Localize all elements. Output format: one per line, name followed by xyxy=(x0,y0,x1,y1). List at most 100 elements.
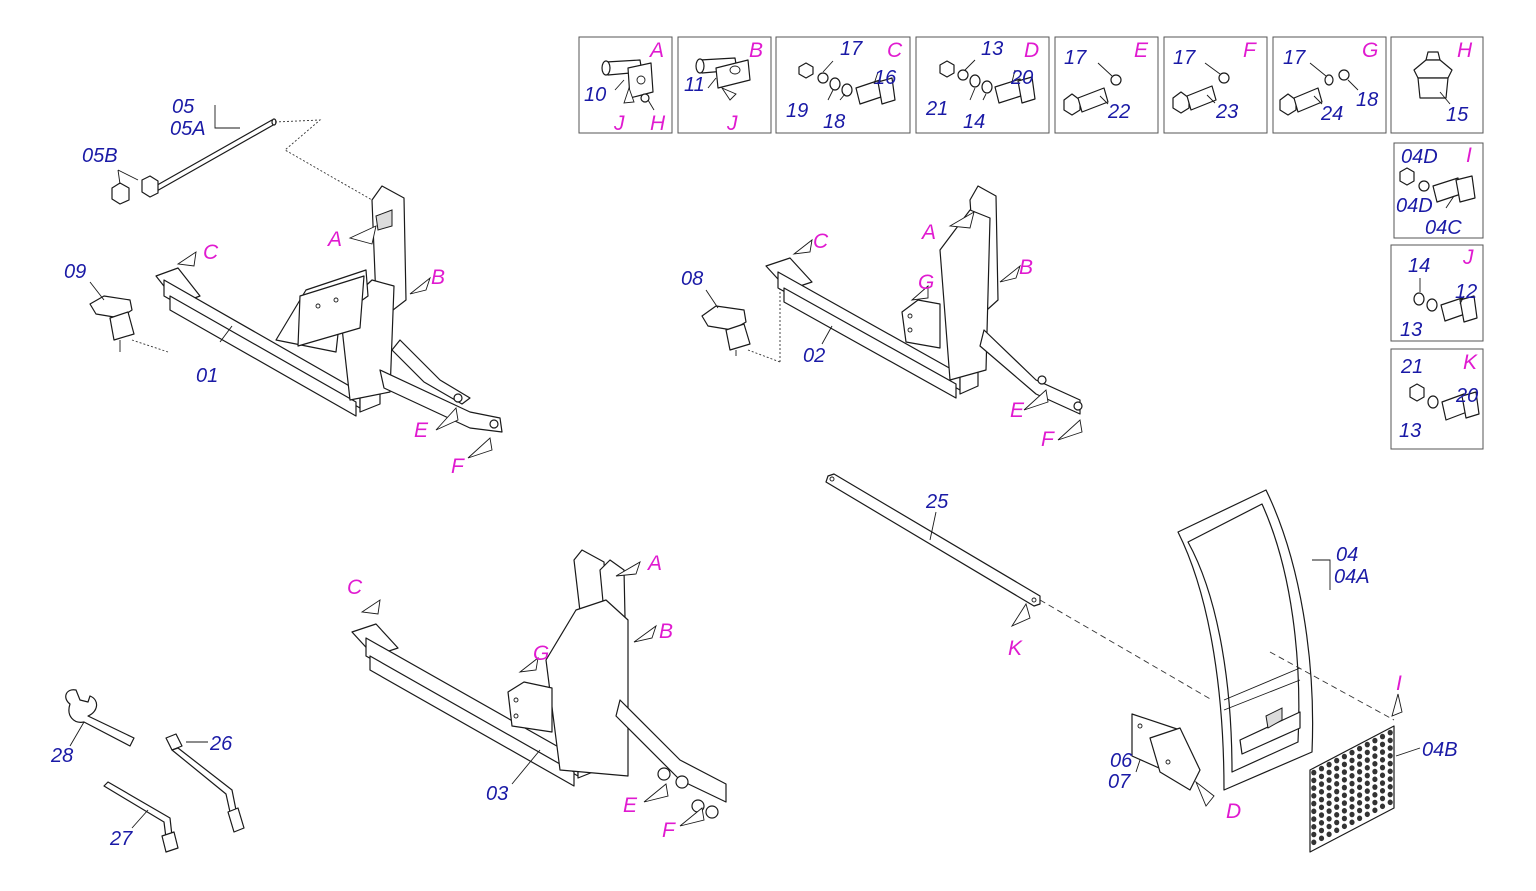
screen-hole xyxy=(1372,761,1378,767)
screen-hole xyxy=(1326,808,1332,814)
part-number: 28 xyxy=(50,745,73,767)
detail-box-a: A 10 J H xyxy=(578,36,673,135)
detail-letter: I xyxy=(1466,144,1472,167)
screen-hole xyxy=(1341,784,1347,791)
screen-hole xyxy=(1349,796,1355,802)
detail-part-number: 18 xyxy=(823,111,845,133)
screen-hole xyxy=(1372,768,1378,775)
screen-hole xyxy=(1326,831,1332,838)
screen-hole xyxy=(1334,781,1340,787)
screen-hole xyxy=(1364,772,1370,779)
screen-hole xyxy=(1364,765,1370,771)
detail-part-number: 20 xyxy=(1010,67,1033,89)
detail-letter: J xyxy=(613,112,625,135)
screen-hole xyxy=(1334,773,1340,779)
callout-letter: E xyxy=(414,419,429,442)
screen-hole xyxy=(1364,780,1370,787)
callout-letter: A xyxy=(326,228,342,251)
screen-holes xyxy=(1311,729,1393,846)
screen-hole xyxy=(1357,815,1363,822)
screen-hole xyxy=(1372,784,1378,790)
screen-hole xyxy=(1379,772,1386,779)
screen-hole xyxy=(1364,788,1370,794)
detail-box-h: H 15 xyxy=(1390,36,1484,134)
screen-hole xyxy=(1379,764,1386,771)
screen-hole xyxy=(1349,811,1355,818)
part-number: 06 xyxy=(1110,750,1133,772)
screen-hole xyxy=(1387,745,1393,751)
screen-hole xyxy=(1379,733,1386,740)
callout-letter: C xyxy=(203,241,219,264)
detail-letter: B xyxy=(749,39,763,62)
detail-letter: A xyxy=(648,39,664,62)
detail-letter: E xyxy=(1134,39,1149,62)
detail-part-number: 13 xyxy=(981,38,1003,60)
screen-hole xyxy=(1311,831,1317,838)
screen-hole xyxy=(1372,807,1378,814)
detail-part-number: 24 xyxy=(1320,103,1343,125)
screen-hole xyxy=(1318,781,1325,787)
screen-hole xyxy=(1349,788,1355,795)
screen-hole xyxy=(1318,789,1325,795)
part-number: 26 xyxy=(209,733,233,755)
detail-part-number: 14 xyxy=(1408,255,1430,277)
screen-hole xyxy=(1372,753,1378,759)
detail-letter: F xyxy=(1243,39,1257,62)
screen-hole xyxy=(1364,757,1370,763)
part-number: 04B xyxy=(1422,739,1458,761)
screen-hole xyxy=(1318,827,1325,834)
screen-hole xyxy=(1357,792,1363,798)
screen-hole xyxy=(1379,749,1386,755)
screen-hole xyxy=(1349,804,1355,810)
screen-hole xyxy=(1334,788,1340,795)
screen-hole xyxy=(1372,792,1378,798)
screen-hole xyxy=(1311,839,1317,846)
detail-part-number: 23 xyxy=(1215,101,1238,123)
screen-hole xyxy=(1326,777,1332,783)
screen-hole xyxy=(1311,808,1317,815)
screen-hole xyxy=(1334,819,1340,826)
detail-box-b: B 11 J xyxy=(677,36,772,135)
callout-letter: K xyxy=(1008,637,1023,660)
screen-hole xyxy=(1311,816,1317,822)
shield-assembly-04: 04 04A 06 07 04B I D xyxy=(1108,489,1458,853)
screen-hole xyxy=(1334,765,1340,772)
callout-letter: F xyxy=(1041,428,1055,451)
screen-hole xyxy=(1326,792,1332,799)
callout-letter: G xyxy=(533,642,549,665)
screen-hole xyxy=(1326,823,1332,830)
screen-hole xyxy=(1387,737,1393,744)
screen-hole xyxy=(1334,796,1340,803)
screen-hole xyxy=(1326,785,1332,791)
callout-letter: A xyxy=(646,552,662,575)
detail-part-number: 13 xyxy=(1399,420,1421,442)
screen-hole xyxy=(1379,780,1386,786)
detail-part-number: 21 xyxy=(1400,356,1423,378)
detail-letter: G xyxy=(1362,39,1378,62)
callout-letter: E xyxy=(1010,399,1025,422)
detail-part-number: 17 xyxy=(1173,47,1196,69)
screen-hole xyxy=(1357,745,1363,752)
screen-hole xyxy=(1334,827,1340,834)
detail-box-e: E 17 22 xyxy=(1054,36,1159,134)
screen-hole xyxy=(1372,745,1378,752)
screen-hole xyxy=(1349,819,1355,826)
screen-hole xyxy=(1341,753,1347,760)
screen-hole xyxy=(1349,749,1355,756)
frame-assembly-02: 08 02 C A G B E F xyxy=(681,185,1083,451)
screen-hole xyxy=(1318,812,1325,818)
detail-letter: J xyxy=(726,112,738,135)
part-number: 05 xyxy=(172,96,195,118)
detail-letter: J xyxy=(1462,246,1474,269)
screen-hole xyxy=(1379,741,1386,748)
screen-hole xyxy=(1326,800,1332,807)
screen-hole xyxy=(1379,788,1386,794)
detail-part-number: 10 xyxy=(584,84,606,106)
detail-part-number: 14 xyxy=(963,111,985,133)
detail-part-number: 21 xyxy=(925,98,948,120)
detail-part-number: 11 xyxy=(684,74,705,96)
screen-hole xyxy=(1379,803,1386,810)
screen-hole xyxy=(1341,769,1347,775)
screen-hole xyxy=(1349,757,1355,764)
